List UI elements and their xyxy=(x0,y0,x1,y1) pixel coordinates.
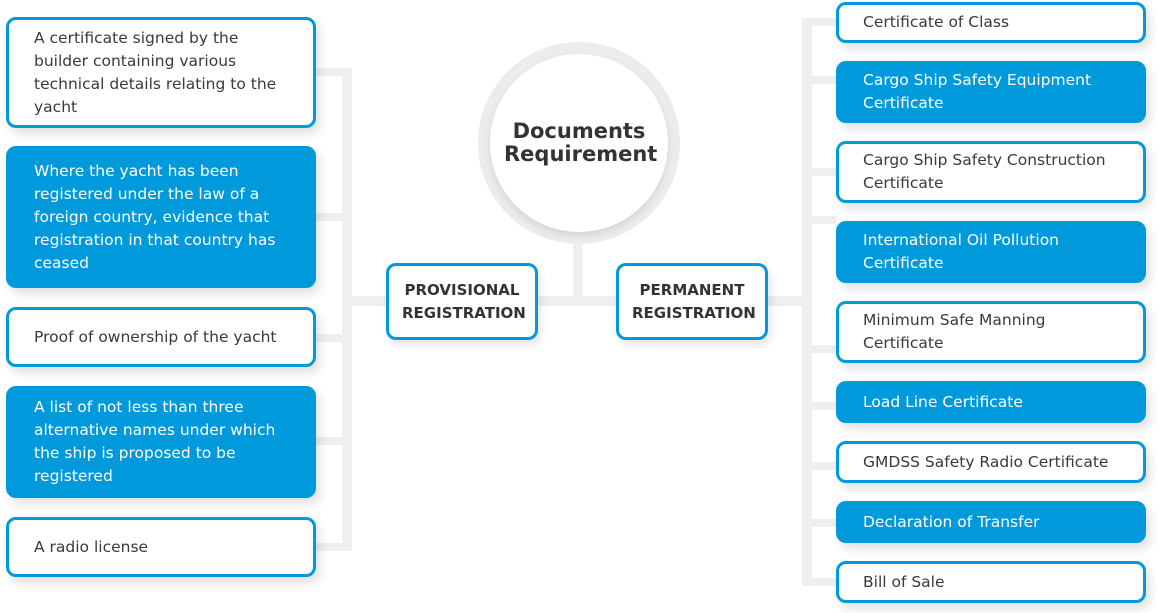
provisional-document-item: Proof of ownership of the yacht xyxy=(6,307,316,367)
connector-right-branch-8 xyxy=(802,519,836,527)
connector-left-branch-3 xyxy=(316,334,352,342)
connector-right-branch-2 xyxy=(802,76,836,84)
connector-center-stem xyxy=(573,238,583,302)
document-text: International Oil Pollution Certificate xyxy=(863,231,1059,272)
connector-right-branch-9 xyxy=(802,578,836,586)
document-text: Where the yacht has been registered unde… xyxy=(34,161,276,272)
provisional-document-item: A list of not less than three alternativ… xyxy=(6,386,316,498)
document-text: A certificate signed by the builder cont… xyxy=(34,28,277,116)
permanent-document-item: Certificate of Class xyxy=(836,2,1146,43)
document-text: Declaration of Transfer xyxy=(863,512,1040,531)
document-text: Bill of Sale xyxy=(863,572,945,591)
permanent-document-item: Declaration of Transfer xyxy=(836,501,1146,543)
connector-left-to-provisional xyxy=(342,296,386,306)
document-text: Minimum Safe Manning Certificate xyxy=(863,311,1046,352)
connector-right-from-permanent xyxy=(768,296,812,306)
document-text: Cargo Ship Safety Construction Certifica… xyxy=(863,151,1106,192)
document-text: Certificate of Class xyxy=(863,13,1010,31)
connector-right-branch-3 xyxy=(802,168,836,176)
connector-center-horizontal xyxy=(538,296,616,306)
document-text: A radio license xyxy=(34,537,149,556)
connector-left-branch-2 xyxy=(316,213,352,221)
permanent-document-item: Minimum Safe Manning Certificate xyxy=(836,301,1146,363)
connector-right-branch-6 xyxy=(802,402,836,410)
provisional-document-item: A certificate signed by the builder cont… xyxy=(6,17,316,128)
provisional-document-item: A radio license xyxy=(6,517,316,577)
provisional-registration-label: PROVISIONAL REGISTRATION xyxy=(402,280,526,322)
diagram-title: Documents Requirement xyxy=(504,119,658,166)
document-text: GMDSS Safety Radio Certificate xyxy=(863,452,1109,471)
document-text: Cargo Ship Safety Equipment Certificate xyxy=(863,71,1092,112)
connector-right-branch-5 xyxy=(802,345,836,353)
connector-right-branch-4 xyxy=(802,216,836,224)
permanent-document-item: Cargo Ship Safety Construction Certifica… xyxy=(836,141,1146,203)
document-text: Load Line Certificate xyxy=(863,392,1023,411)
provisional-document-item: Where the yacht has been registered unde… xyxy=(6,146,316,288)
permanent-registration-node: PERMANENT REGISTRATION xyxy=(616,263,768,340)
permanent-document-item: Bill of Sale xyxy=(836,561,1146,603)
permanent-document-item: Cargo Ship Safety Equipment Certificate xyxy=(836,61,1146,123)
document-text: Proof of ownership of the yacht xyxy=(34,327,277,346)
connector-left-branch-1 xyxy=(316,68,352,76)
connector-right-branch-7 xyxy=(802,462,836,470)
permanent-document-item: Load Line Certificate xyxy=(836,381,1146,423)
permanent-registration-label: PERMANENT REGISTRATION xyxy=(632,280,756,322)
connector-right-branch-1 xyxy=(802,18,836,26)
provisional-registration-node: PROVISIONAL REGISTRATION xyxy=(386,263,538,340)
permanent-document-item: International Oil Pollution Certificate xyxy=(836,221,1146,283)
connector-left-spine xyxy=(342,68,352,550)
title-circle: Documents Requirement xyxy=(490,54,668,232)
connector-left-branch-5 xyxy=(316,543,352,551)
permanent-document-item: GMDSS Safety Radio Certificate xyxy=(836,441,1146,483)
connector-left-branch-4 xyxy=(316,437,352,445)
document-text: A list of not less than three alternativ… xyxy=(34,398,276,485)
